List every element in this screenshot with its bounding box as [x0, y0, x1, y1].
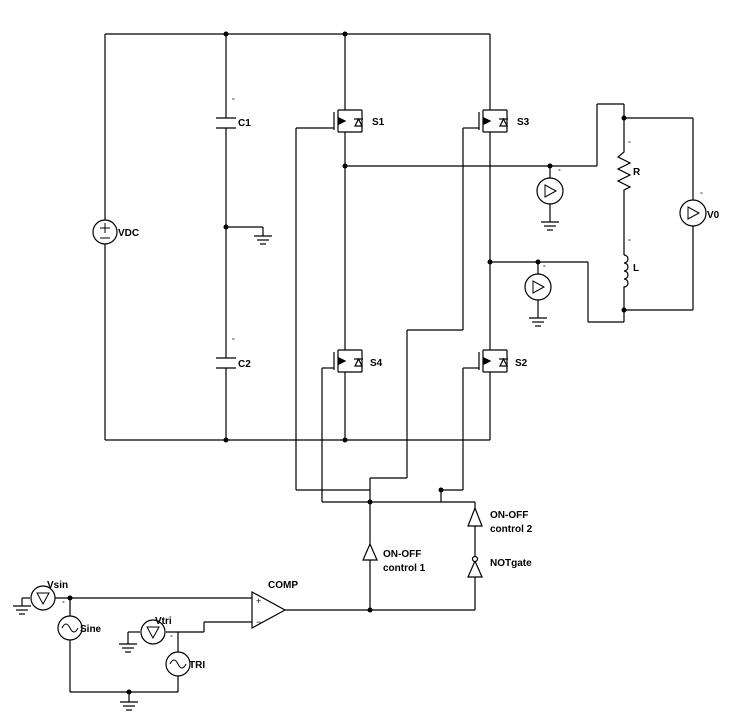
tri-label: TRI	[189, 660, 205, 671]
ammeter2-marker: °	[543, 264, 546, 272]
capacitor-c1	[216, 117, 236, 129]
comp-label: COMP	[268, 580, 298, 591]
capacitor-c2	[216, 357, 236, 369]
ammeter-icon	[536, 177, 564, 205]
comparator: + −	[251, 590, 287, 630]
r-marker: °	[628, 140, 631, 148]
l-label: L	[633, 263, 639, 274]
not-gate	[467, 555, 483, 578]
c2-polarity-marker: °	[232, 337, 235, 345]
mosfet-s1	[330, 100, 363, 140]
inductor-l	[623, 240, 629, 290]
c1-polarity-marker: °	[232, 97, 235, 105]
buffer-onoff-control-2	[467, 506, 483, 527]
ammeter-icon	[524, 273, 552, 301]
voltmeter-vtri-icon	[140, 619, 166, 645]
s1-label: S1	[372, 117, 385, 128]
v0-marker: °	[700, 191, 703, 199]
mosfet-s4	[330, 340, 363, 380]
onoff2-line2: control 2	[490, 524, 533, 535]
l-marker: °	[628, 238, 631, 246]
power-wires	[104, 33, 694, 441]
vtri-label: Vtri	[155, 616, 172, 627]
buffer-onoff-control-1	[362, 542, 378, 561]
vtri-marker: °	[170, 634, 173, 642]
mosfet-s3	[477, 100, 508, 140]
vdc-label: VDC	[118, 228, 139, 239]
ground-icon	[119, 643, 137, 653]
s4-label: S4	[370, 358, 383, 369]
resistor-r	[616, 148, 632, 193]
comp-plus: +	[256, 596, 261, 606]
ammeter1-marker: °	[558, 168, 561, 176]
sine-label: Sine	[80, 624, 102, 635]
voltmeter-vsin-icon	[30, 585, 56, 611]
vsin-marker: °	[62, 600, 65, 608]
signal-wires	[21, 597, 252, 702]
ground-icon	[120, 701, 138, 711]
onoff1-line2: control 1	[383, 563, 426, 574]
comp-minus: −	[256, 617, 261, 627]
ground-icon	[541, 221, 559, 231]
ground-icon	[254, 235, 272, 245]
onoff2-line1: ON-OFF	[490, 510, 528, 521]
notgate-label: NOTgate	[490, 558, 532, 569]
voltmeter-v0-icon	[679, 199, 707, 227]
c1-label: C1	[238, 118, 251, 129]
ground-icon	[13, 605, 31, 615]
onoff1-line1: ON-OFF	[383, 549, 421, 560]
triangle-source-icon	[165, 651, 191, 677]
s2-label: S2	[515, 358, 528, 369]
r-label: R	[633, 167, 641, 178]
mosfet-s2	[477, 340, 508, 380]
gate-wires	[285, 127, 477, 611]
vsin-label: Vsin	[47, 580, 68, 591]
v0-label: V0	[707, 210, 720, 221]
ground-icon	[529, 317, 547, 327]
sine-source-icon	[57, 615, 83, 641]
dc-source-vdc	[92, 219, 118, 245]
s3-label: S3	[517, 117, 530, 128]
junction-dots	[67, 31, 627, 695]
c2-label: C2	[238, 359, 251, 370]
